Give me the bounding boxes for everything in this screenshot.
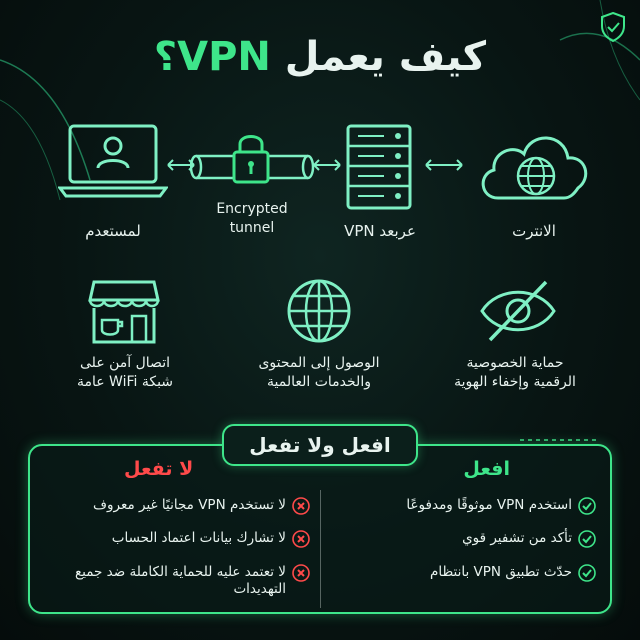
double-arrow-icon: [425, 159, 463, 171]
dont-item-text: لا تشارك بيانات اعتماد الحساب: [111, 530, 286, 546]
check-icon: [578, 564, 596, 582]
title-text: كيف يعمل: [284, 34, 487, 80]
do-item: استخدم VPN موثوقًا ومدفوعًا: [334, 497, 596, 515]
dont-item: لا تشارك بيانات اعتماد الحساب: [40, 530, 310, 548]
cross-icon: [292, 530, 310, 548]
eye-slash-icon: [480, 280, 556, 342]
do-item-text: تأكد من تشفير قوي: [462, 530, 572, 546]
do-item-text: استخدم VPN موثوقًا ومدفوعًا: [406, 497, 572, 513]
check-icon: [578, 497, 596, 515]
vpn-server-label: عربعد VPN: [344, 222, 416, 240]
feature-line: شبكة WiFi عامة: [76, 374, 174, 390]
storefront-icon: [88, 280, 160, 344]
cloud-internet-icon: [481, 136, 588, 200]
do-item: تأكد من تشفير قوي: [334, 530, 596, 548]
encrypted-tunnel-icon: [190, 135, 315, 184]
laptop-icon: [58, 124, 168, 198]
title-question-mark: ؟: [153, 34, 178, 80]
cross-icon: [292, 497, 310, 515]
dont-item-text: لا تعتمد عليه للحماية الكاملة ضد جميع ال…: [74, 564, 286, 597]
double-arrow-icon: [167, 159, 195, 171]
double-arrow-icon: [313, 159, 341, 171]
do-item: حدّث تطبيق VPN بانتظام: [334, 564, 596, 582]
panel-title: افعل ولا تفعل: [222, 424, 418, 466]
tunnel-label-line2: tunnel: [229, 220, 275, 236]
cross-icon: [292, 564, 310, 582]
feature-line: حماية الخصوصية: [466, 355, 564, 371]
feature-line: الرقمية وإخفاء الهوية: [454, 374, 576, 390]
globe-icon: [287, 279, 351, 343]
dont-item: لا تعتمد عليه للحماية الكاملة ضد جميع ال…: [40, 564, 310, 598]
dont-column-title: لا تفعل: [124, 458, 194, 480]
server-icon: [346, 124, 412, 210]
check-icon: [578, 530, 596, 548]
feature-line: الوصول إلى المحتوى: [258, 355, 380, 371]
feature-line: والخدمات العالمية: [267, 374, 371, 390]
do-column-title: افعل: [463, 458, 510, 480]
do-item-text: حدّث تطبيق VPN بانتظام: [430, 564, 572, 580]
feature-wifi-label: اتصال آمن على شبكة WiFi عامة: [30, 354, 220, 392]
feature-line: اتصال آمن على: [80, 355, 170, 371]
user-label: لمستعدم: [85, 222, 141, 240]
panel-divider: [320, 490, 321, 608]
tunnel-label: Encrypted tunnel: [182, 200, 322, 238]
feature-privacy-label: حماية الخصوصية الرقمية وإخفاء الهوية: [420, 354, 610, 392]
dont-item: لا تستخدم VPN مجانيًا غير معروف: [40, 497, 310, 515]
feature-global-content-label: الوصول إلى المحتوى والخدمات العالمية: [224, 354, 414, 392]
do-dont-panel: [28, 444, 612, 614]
internet-label: الانترت: [512, 222, 556, 240]
tunnel-label-line1: Encrypted: [216, 201, 288, 217]
dont-item-text: لا تستخدم VPN مجانيًا غير معروف: [93, 497, 286, 513]
title-accent: VPN: [177, 34, 271, 80]
page-title: كيف يعمل VPN؟: [0, 34, 640, 80]
shield-logo-icon: [601, 12, 625, 42]
